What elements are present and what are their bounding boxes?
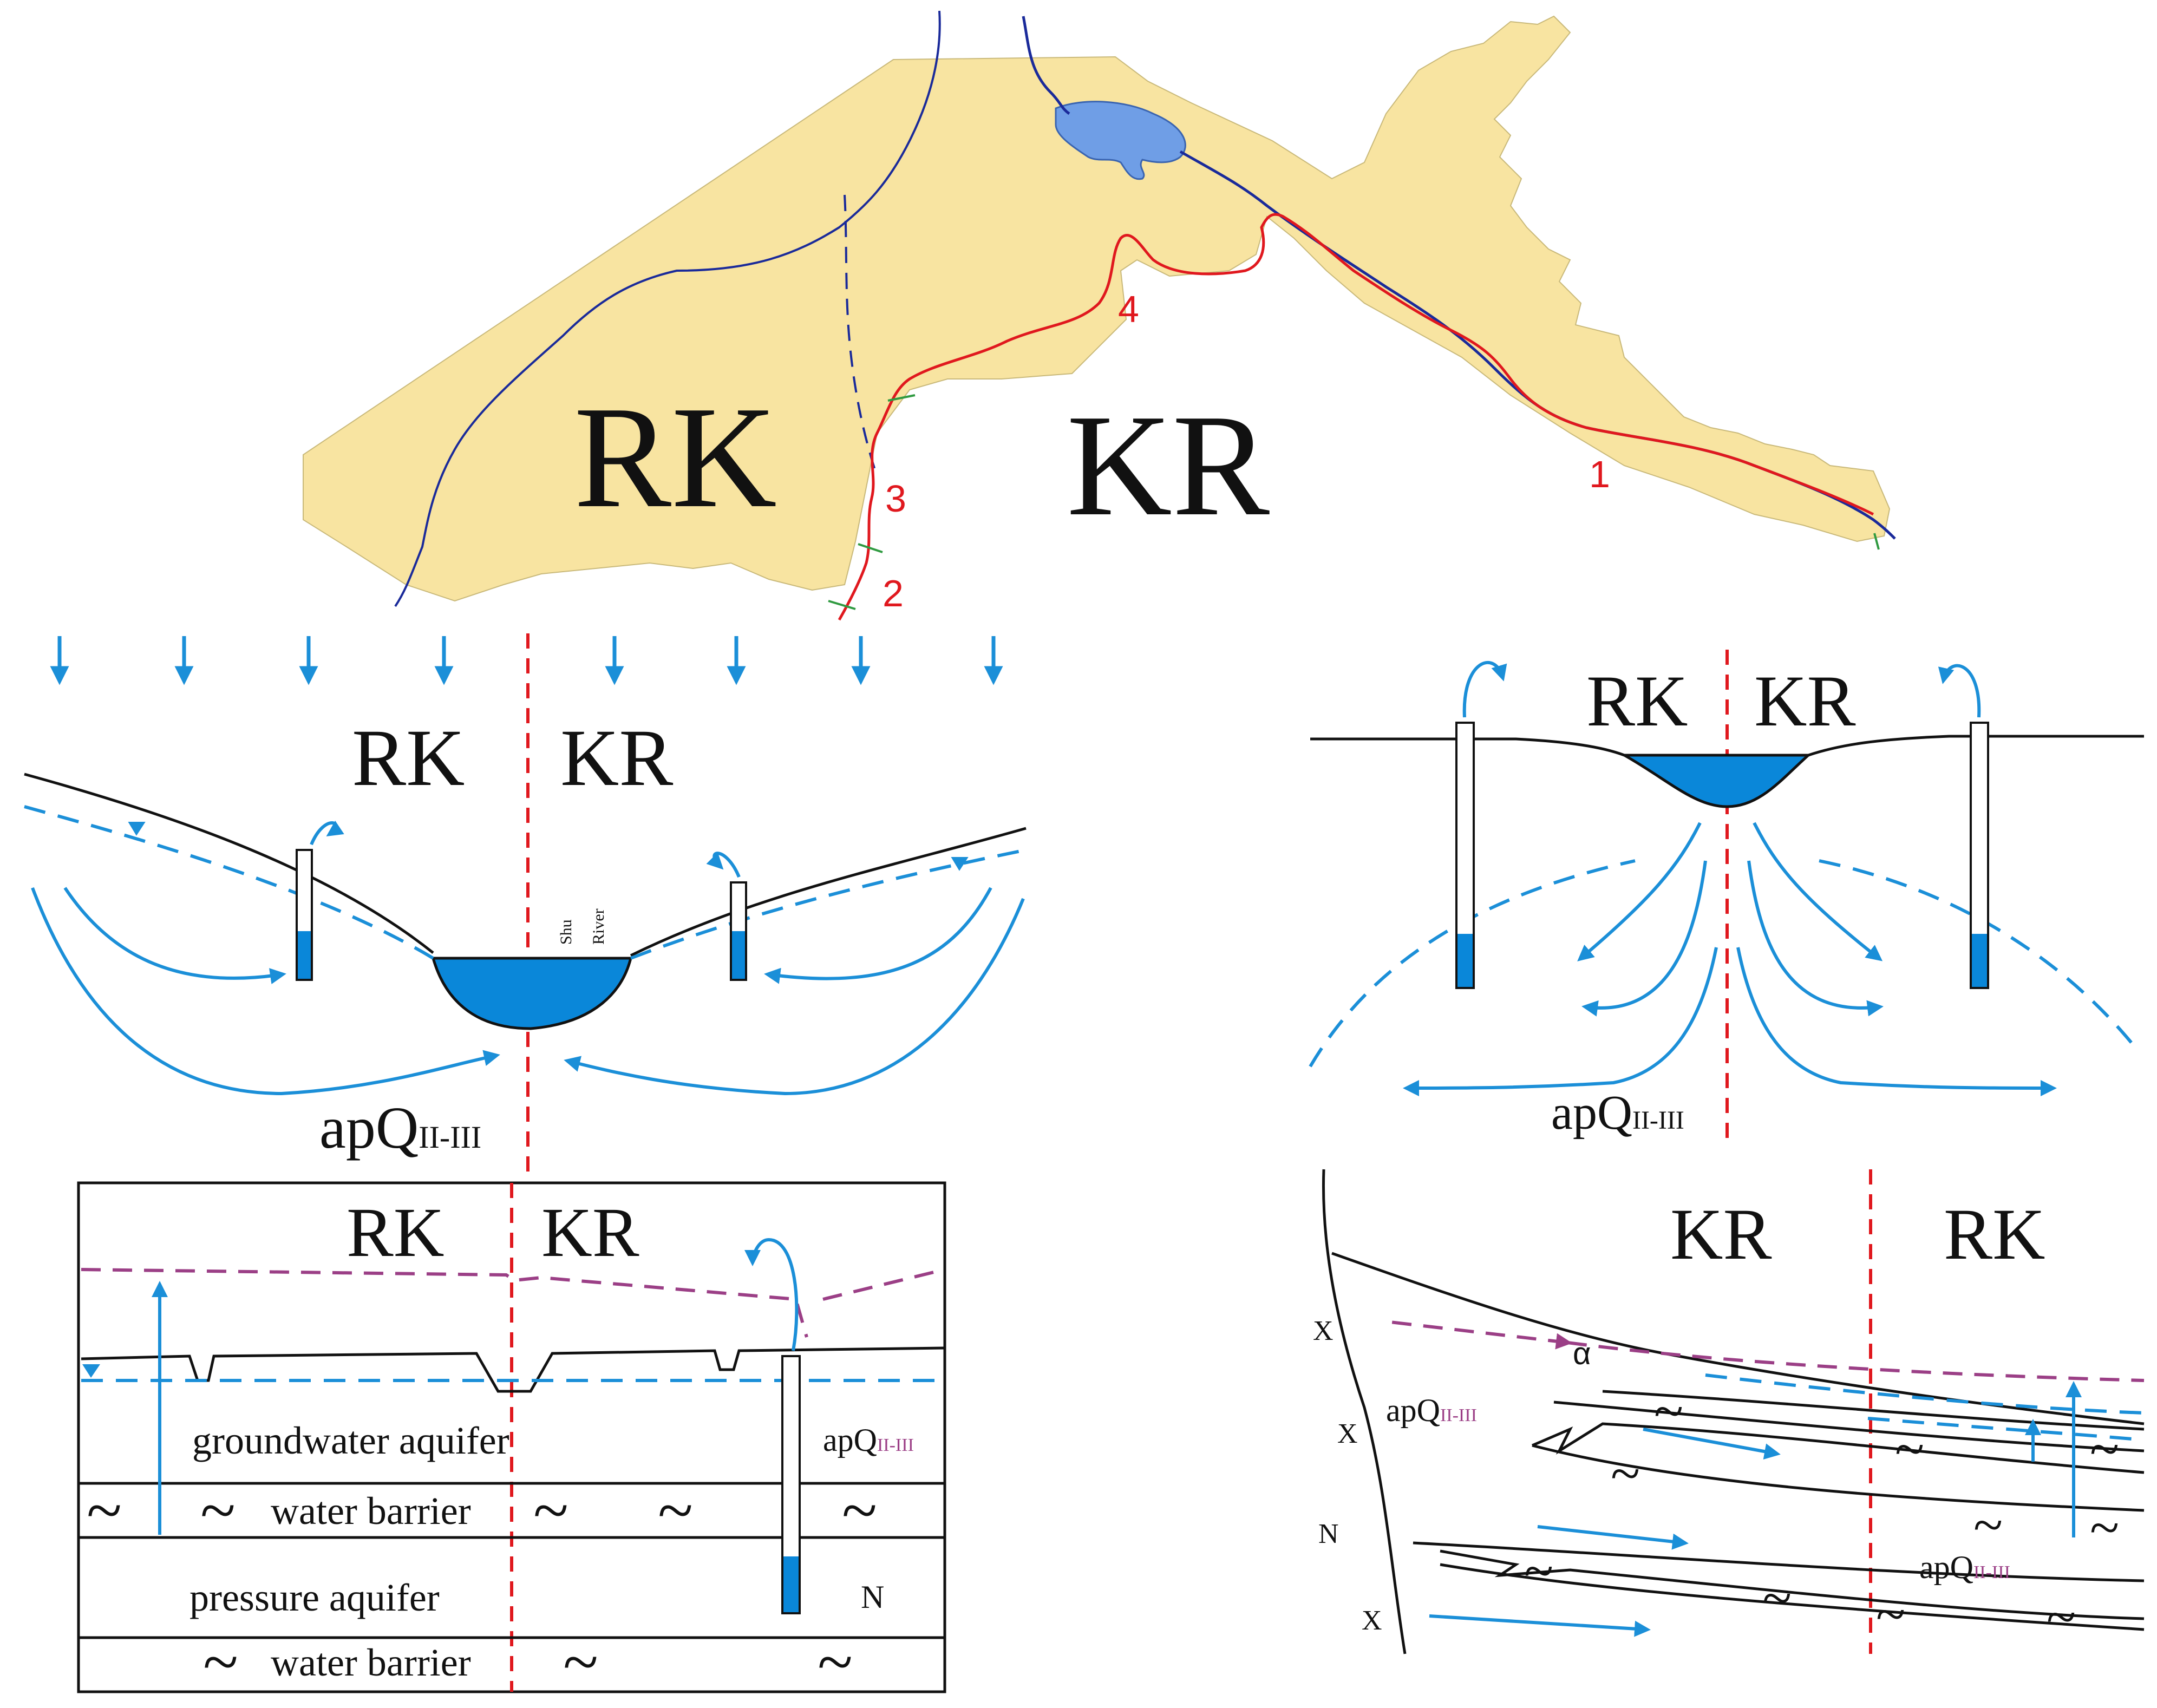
b-label-kr: KR <box>1754 661 1856 742</box>
ground-surface-a <box>24 773 1027 957</box>
flow-arrows-b <box>1403 822 2057 1096</box>
a-label-rk: RK <box>352 713 465 803</box>
well-left-a <box>296 820 344 981</box>
pressure-level-d <box>1380 1319 2145 1382</box>
b-formation-label: apQII-III <box>1551 1086 1684 1140</box>
alpha-label: α <box>1573 1336 1591 1371</box>
a-label-kr: KR <box>560 713 673 803</box>
well-right-a <box>706 852 747 981</box>
fault-line <box>1322 1169 1407 1654</box>
well-c <box>744 1238 801 1614</box>
precipitation-arrows <box>50 636 1003 685</box>
shu-river-label-2: River <box>590 908 607 945</box>
svg-text:~: ~ <box>2090 1419 2119 1479</box>
lake <box>1055 101 1186 180</box>
svg-text:~: ~ <box>87 1474 122 1546</box>
water-table-a <box>24 805 1027 960</box>
c-layer-barrier-1: water barrier <box>271 1489 471 1533</box>
section-b: RK KR apQII-III <box>1309 650 2144 1142</box>
c-formation-label: apQII-III <box>823 1422 914 1458</box>
d-barrier-symbols: ~ ~ ~ ~ ~ ~ ~ ~ ~ ~ <box>1524 1381 2119 1647</box>
c-layer-pressure: pressure aquifer <box>189 1576 440 1619</box>
svg-text:X: X <box>1362 1605 1382 1636</box>
lens-2 <box>1532 1422 2145 1512</box>
svg-text:~: ~ <box>1895 1419 1924 1479</box>
c-label-rk: RK <box>347 1194 445 1272</box>
svg-text:~: ~ <box>1524 1541 1553 1601</box>
water-table-b <box>1309 859 2135 1068</box>
segment-label-1: 1 <box>1589 453 1610 495</box>
c-layer-barrier-2: water barrier <box>271 1641 471 1684</box>
segment-label-3: 3 <box>885 477 906 520</box>
lens-3 <box>1413 1541 2145 1620</box>
map-panel: RK KR 1 2 3 4 <box>303 10 1896 621</box>
svg-text:~: ~ <box>1876 1584 1905 1644</box>
svg-text:~: ~ <box>658 1474 693 1546</box>
svg-text:~: ~ <box>842 1474 877 1546</box>
svg-text:~: ~ <box>1654 1381 1683 1441</box>
svg-text:X: X <box>1337 1418 1358 1449</box>
ground-surface-d <box>1331 1252 2145 1425</box>
svg-text:~: ~ <box>1762 1568 1792 1628</box>
segment-ticks <box>828 394 1880 610</box>
svg-text:N: N <box>1318 1519 1339 1549</box>
ground-surface-b <box>1310 735 2144 757</box>
river-channel-b <box>1619 754 1812 808</box>
svg-text:~: ~ <box>2090 1497 2119 1558</box>
water-level-marker-left <box>128 822 146 836</box>
d-formation-label-2: apQII-III <box>1919 1549 2010 1585</box>
water-level-marker-right <box>951 857 969 871</box>
river-tributary-dashed <box>844 194 878 477</box>
fault-labels: X X N X <box>1313 1316 1382 1636</box>
c-barrier-symbols: ~ ~ ~ ~ ~ ~ ~ ~ <box>87 1474 877 1698</box>
lens-4 <box>1440 1563 2145 1631</box>
svg-text:~: ~ <box>1973 1495 2003 1555</box>
segment-label-2: 2 <box>883 572 904 614</box>
state-border <box>838 213 1874 621</box>
c-layer-groundwater: groundwater aquifer <box>192 1419 509 1462</box>
water-table-d <box>1705 1373 2145 1442</box>
c-label-kr: KR <box>541 1194 639 1272</box>
flow-arrows-d <box>1429 1381 2082 1637</box>
svg-text:~: ~ <box>818 1626 853 1698</box>
svg-text:~: ~ <box>200 1474 236 1546</box>
d-label-kr: KR <box>1670 1194 1772 1275</box>
svg-text:~: ~ <box>1611 1443 1640 1503</box>
a-formation-label: apQII-III <box>319 1095 481 1161</box>
svg-text:~: ~ <box>2047 1587 2076 1647</box>
well-right-b <box>1938 664 1989 989</box>
water-level-marker-c <box>82 1364 100 1378</box>
d-label-rk: RK <box>1944 1194 2045 1275</box>
lens-1 <box>1553 1390 2145 1452</box>
svg-text:~: ~ <box>533 1474 568 1546</box>
section-a: RK KR Shu River apQI <box>24 633 1027 1175</box>
map-label-kr: KR <box>1067 384 1270 546</box>
segment-label-4: 4 <box>1118 288 1139 330</box>
section-d: KR RK α X X N X apQII-III apQII-III <box>1313 1169 2145 1654</box>
svg-text:X: X <box>1313 1316 1334 1346</box>
well-left-b <box>1455 660 1507 989</box>
map-label-rk: RK <box>574 376 777 538</box>
b-label-rk: RK <box>1586 661 1688 742</box>
svg-text:~: ~ <box>203 1626 238 1698</box>
d-formation-label-1: apQII-III <box>1386 1392 1477 1428</box>
svg-text:~: ~ <box>563 1626 598 1698</box>
c-formation-n: N <box>861 1579 884 1615</box>
pressure-level-c <box>81 1268 945 1338</box>
section-c: RK KR groundwater aquifer water barrier … <box>77 1181 946 1698</box>
shu-river-label-1: Shu <box>557 919 575 945</box>
river-tributary-west <box>394 10 941 607</box>
shu-river-channel <box>431 957 633 1030</box>
basin-area <box>303 15 1891 602</box>
flow-arrows-a <box>31 887 1025 1096</box>
